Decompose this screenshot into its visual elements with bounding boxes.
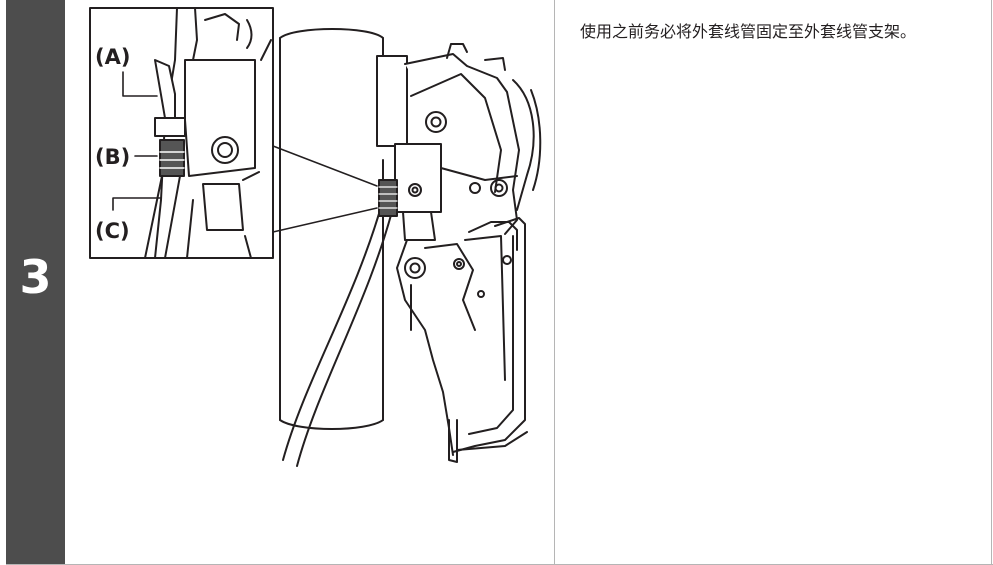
callout-b: (B): [95, 145, 130, 169]
instruction-text: 使用之前务必将外套线管固定至外套线管支架。: [580, 22, 917, 41]
front-derailleur-illustration: (A) (B) (C): [89, 7, 542, 467]
step-number: 3: [19, 250, 52, 304]
zoom-inset: [89, 7, 378, 259]
instruction-cell: 使用之前务必将外套线管固定至外套线管支架。: [556, 0, 992, 564]
callout-a: (A): [95, 45, 130, 69]
callout-c: (C): [95, 219, 130, 243]
outer-casing: [282, 179, 398, 467]
derailleur-body: [376, 43, 542, 463]
figure-cell: (A) (B) (C): [65, 0, 555, 564]
step-table: 3: [6, 0, 993, 565]
step-number-column: 3: [6, 0, 65, 564]
